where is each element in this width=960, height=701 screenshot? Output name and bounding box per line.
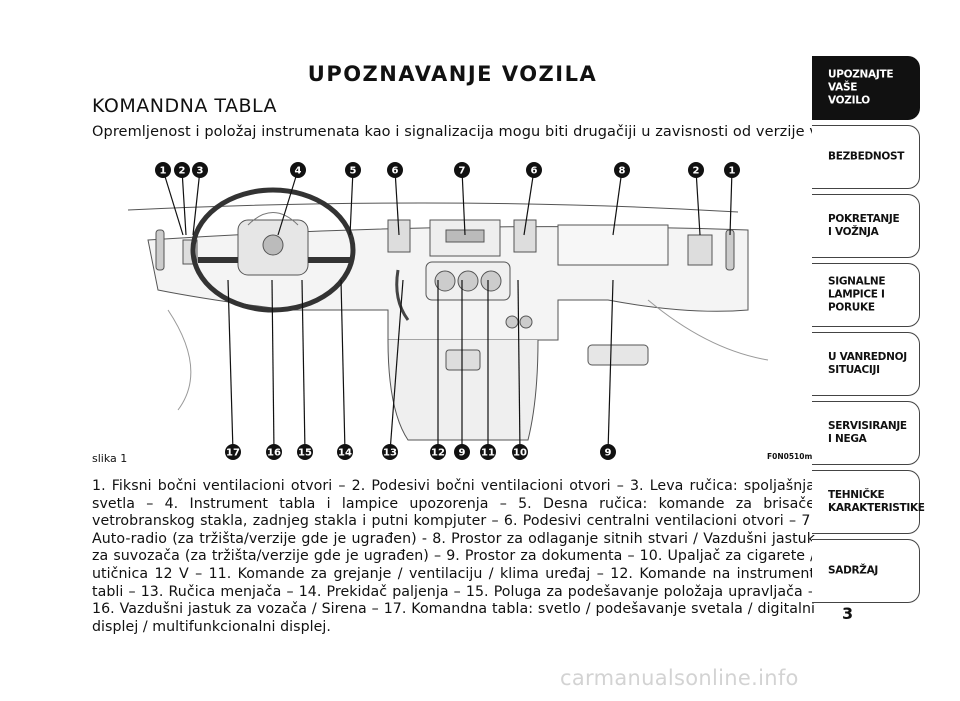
bottom-callout-17: 17 (225, 444, 241, 460)
svg-text:9: 9 (459, 448, 466, 459)
svg-text:11: 11 (481, 448, 495, 459)
top-callout-1: 1 (155, 162, 171, 178)
top-callout-8: 8 (614, 162, 630, 178)
bottom-callout-9: 9 (454, 444, 470, 460)
sidebar-tab-3[interactable]: POKRETANJE I VOŽNJA (812, 194, 920, 258)
bottom-callout-9: 9 (600, 444, 616, 460)
svg-text:2: 2 (179, 166, 186, 177)
bottom-callout-10: 10 (512, 444, 528, 460)
page-number: 3 (842, 604, 854, 623)
sidebar-tab-label: SERVISIRANJE I NEGA (828, 420, 907, 445)
sidebar-tab-label: SIGNALNE LAMPICE I PORUKE (828, 275, 886, 314)
sidebar-tab-label: UPOZNAJTE VAŠE VOZILO (828, 68, 894, 107)
bottom-callout-14: 14 (337, 444, 353, 460)
svg-text:6: 6 (531, 166, 538, 177)
top-callout-6: 6 (387, 162, 403, 178)
sidebar-tab-2[interactable]: BEZBEDNOST (812, 125, 920, 189)
sidebar-tab-label: POKRETANJE I VOŽNJA (828, 213, 900, 238)
svg-text:1: 1 (729, 166, 736, 177)
svg-text:2: 2 (693, 166, 700, 177)
top-callout-3: 3 (192, 162, 208, 178)
svg-text:16: 16 (267, 448, 281, 459)
sidebar-tab-label: TEHNIČKE KARAKTERISTIKE (828, 489, 925, 514)
bottom-callout-15: 15 (297, 444, 313, 460)
top-callout-7: 7 (454, 162, 470, 178)
page-title: UPOZNAVANJE VOZILA (307, 62, 598, 86)
legend-description: 1. Fiksni bočni ventilacioni otvori – 2.… (92, 478, 815, 635)
top-callout-2: 2 (688, 162, 704, 178)
chapter-sidebar: UPOZNAJTE VAŠE VOZILO BEZBEDNOST POKRETANJ… (812, 56, 925, 608)
svg-text:14: 14 (338, 448, 352, 459)
svg-text:15: 15 (298, 448, 312, 459)
svg-text:5: 5 (350, 166, 357, 177)
top-callout-4: 4 (290, 162, 306, 178)
sidebar-tab-label: U VANREDNOJ SITUACIJI (828, 351, 907, 376)
svg-text:3: 3 (197, 166, 204, 177)
svg-text:6: 6 (392, 166, 399, 177)
bottom-callout-12: 12 (430, 444, 446, 460)
svg-text:17: 17 (226, 448, 240, 459)
svg-text:10: 10 (513, 448, 527, 459)
svg-text:1: 1 (160, 166, 167, 177)
sidebar-tab-1[interactable]: UPOZNAJTE VAŠE VOZILO (812, 56, 920, 120)
intro-text: Opremljenost i položaj instrumenata kao … (92, 124, 857, 140)
sidebar-tab-6[interactable]: SERVISIRANJE I NEGA (812, 401, 920, 465)
sidebar-tab-label: SADRŽAJ (828, 564, 879, 577)
bottom-callout-11: 11 (480, 444, 496, 460)
sidebar-tab-label: BEZBEDNOST (828, 150, 905, 163)
figure-label: slika 1 (92, 452, 128, 465)
svg-text:13: 13 (383, 448, 397, 459)
sidebar-tab-4[interactable]: SIGNALNE LAMPICE I PORUKE (812, 263, 920, 327)
svg-text:9: 9 (605, 448, 612, 459)
sidebar-tab-8[interactable]: SADRŽAJ (812, 539, 920, 603)
bottom-callout-16: 16 (266, 444, 282, 460)
watermark: carmanualsonline.info (560, 666, 799, 690)
figure-code: F0N0510m (767, 452, 813, 461)
sidebar-tab-7[interactable]: TEHNIČKE KARAKTERISTIKE (812, 470, 925, 534)
top-callout-6: 6 (526, 162, 542, 178)
svg-text:7: 7 (459, 166, 466, 177)
top-callout-5: 5 (345, 162, 361, 178)
svg-text:4: 4 (295, 166, 302, 177)
section-title: KOMANDNA TABLA (92, 95, 278, 117)
top-callout-1: 1 (724, 162, 740, 178)
svg-text:12: 12 (431, 448, 445, 459)
bottom-callout-13: 13 (382, 444, 398, 460)
svg-text:8: 8 (619, 166, 626, 177)
top-callout-2: 2 (174, 162, 190, 178)
sidebar-tab-5[interactable]: U VANREDNOJ SITUACIJI (812, 332, 920, 396)
